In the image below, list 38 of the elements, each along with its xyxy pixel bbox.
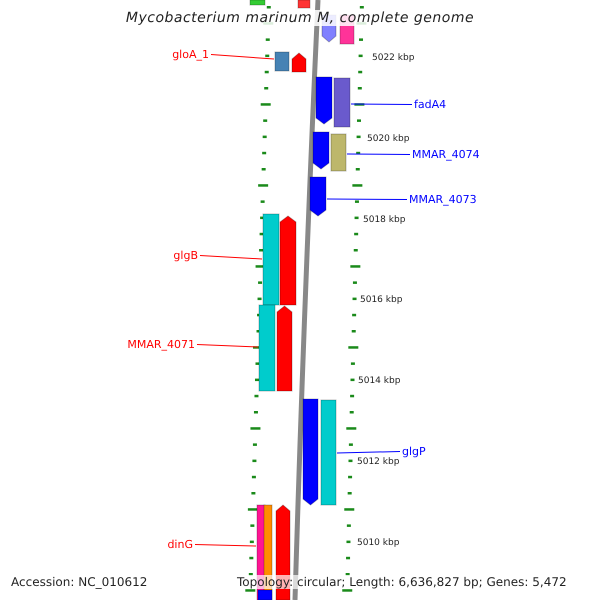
- gene-label: MMAR_4074: [412, 149, 480, 160]
- scale-label: 5012 kbp: [357, 458, 400, 467]
- gene-label: gloA_1: [172, 49, 209, 60]
- scale-label: 5022 kbp: [372, 54, 414, 63]
- gene-block: [316, 76, 332, 125]
- leader-line: [326, 198, 408, 200]
- gene-block: [334, 78, 350, 128]
- gene-block: [280, 215, 296, 306]
- scale-label: 5014 kbp: [358, 377, 400, 386]
- gene-block: [302, 398, 318, 506]
- gene-label: fadA4: [414, 99, 446, 110]
- gene-block: [262, 214, 280, 306]
- leader-line: [200, 255, 262, 260]
- leader-line: [346, 154, 410, 155]
- scale-label: 5016 kbp: [360, 296, 402, 305]
- leader-line: [336, 451, 400, 454]
- gene-label: glgP: [402, 446, 426, 457]
- gene-label: glgB: [173, 250, 198, 261]
- accession-text: Accession: NC_010612: [9, 575, 150, 589]
- gene-label: dinG: [167, 539, 193, 550]
- scale-label: 5020 kbp: [367, 135, 410, 144]
- leader-line: [210, 54, 274, 60]
- gene-block: [312, 132, 330, 170]
- leader-line: [194, 544, 256, 546]
- gene-block: [330, 134, 346, 172]
- gene-block: [320, 400, 336, 506]
- leader-line: [350, 104, 412, 105]
- gene-label: MMAR_4071: [127, 339, 195, 350]
- gene-block: [276, 305, 292, 392]
- leader-line: [196, 344, 258, 348]
- gene-block: [274, 52, 290, 72]
- gene-block: [292, 52, 306, 72]
- gene-block: [250, 0, 266, 6]
- gene-block: [258, 304, 276, 392]
- gene-block: [310, 176, 326, 217]
- scale-label: 5010 kbp: [357, 539, 400, 548]
- gene-label: MMAR_4073: [409, 194, 477, 205]
- scale-label: 5018 kbp: [363, 216, 406, 225]
